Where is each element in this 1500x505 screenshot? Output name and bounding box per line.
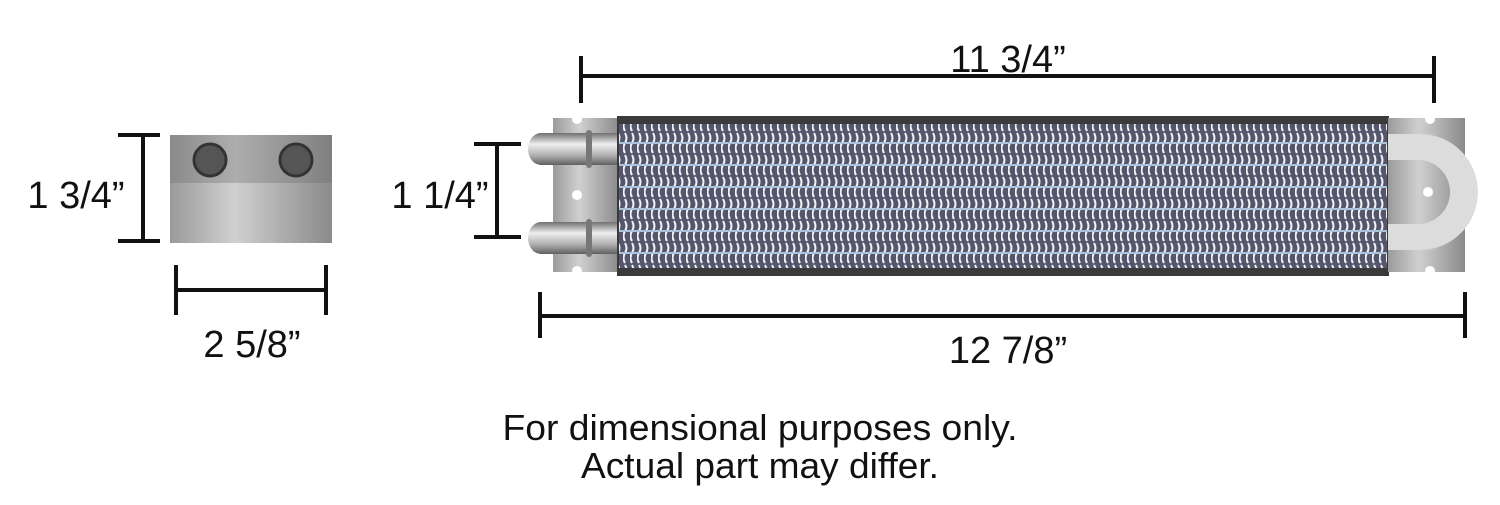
dim-line-core-length — [579, 56, 1436, 103]
label-core-length: 11 3/4” — [950, 39, 1065, 81]
label-end-height: 1 3/4” — [27, 175, 124, 217]
end-view — [170, 135, 332, 243]
inlet-fitting — [528, 130, 620, 168]
outlet-fitting — [528, 219, 620, 257]
disclaimer-line-1: For dimensional purposes only. — [503, 407, 1018, 448]
dim-line-overall-length — [538, 292, 1467, 338]
label-fitting-spacing: 1 1/4” — [391, 175, 488, 217]
label-overall-length: 12 7/8” — [949, 330, 1067, 372]
cooling-fins — [619, 124, 1387, 268]
return-bend-tube — [1388, 134, 1478, 250]
label-end-width: 2 5/8” — [203, 324, 300, 366]
fitting-port-left — [192, 142, 228, 178]
side-view — [528, 114, 1478, 276]
dim-line-end-width — [174, 265, 328, 315]
fitting-port-right — [278, 142, 314, 178]
dim-line-fitting-spacing — [474, 142, 521, 239]
disclaimer-line-2: Actual part may differ. — [581, 445, 939, 486]
dim-line-end-height — [118, 133, 160, 243]
